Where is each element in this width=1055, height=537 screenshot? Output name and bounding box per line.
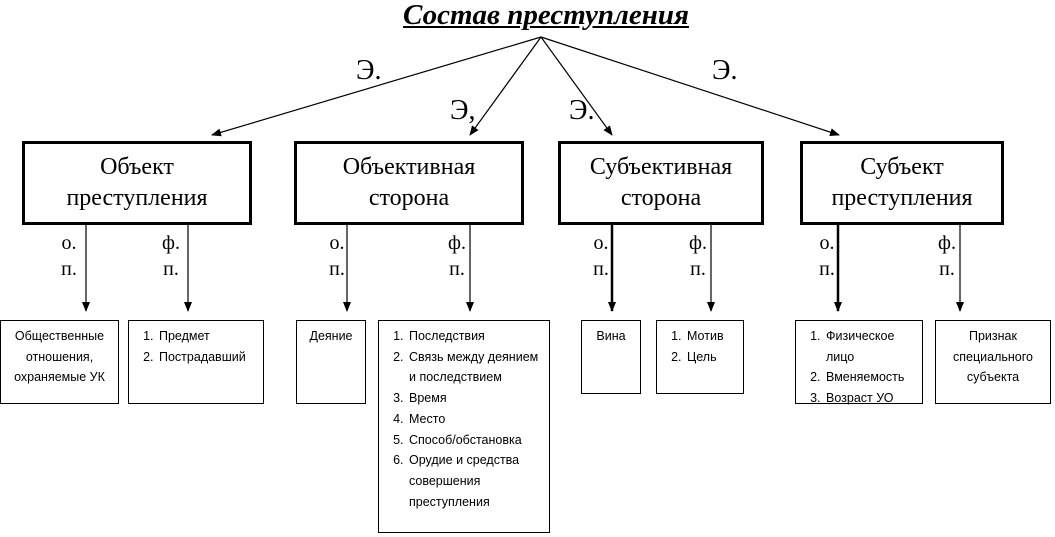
element-box-objective-side: Объективная сторона <box>294 141 524 225</box>
element-title: Субъективная сторона <box>589 154 733 211</box>
op-box-objective-side: Деяние <box>296 320 366 404</box>
op-item: Общественные отношения, охраняемые УК <box>14 329 105 385</box>
element-title: Субъект преступления <box>831 154 973 211</box>
op-box-object: Общественные отношения, охраняемые УК <box>0 320 119 404</box>
edge-label-subject: Э. <box>712 55 738 86</box>
edge-label-object: Э. <box>356 55 382 86</box>
fp-item: Способ/обстановка <box>407 430 545 451</box>
op-label: о. п. <box>819 232 835 280</box>
edge-label-objective-side: Э, <box>450 95 476 126</box>
arrow-to-subjective-side <box>540 36 613 136</box>
element-box-object: Объект преступления <box>22 141 252 225</box>
op-item: Вменяемость <box>824 367 918 388</box>
op-item: Вина <box>596 329 626 343</box>
fp-box-subject: Признак специального субъекта <box>935 320 1051 404</box>
edge-label-subjective-side: Э. <box>569 95 595 126</box>
op-label: о. п. <box>329 232 345 280</box>
op-label: о. п. <box>593 232 609 280</box>
fp-item: Время <box>407 388 545 409</box>
fp-item: Связь между деянием и последствием <box>407 347 545 388</box>
fp-box-object: Предмет Пострадавший <box>128 320 264 404</box>
fp-label: ф. п. <box>448 232 466 280</box>
fp-item: Место <box>407 409 545 430</box>
fp-box-objective-side: Последствия Связь между деянием и послед… <box>378 320 550 533</box>
fp-label: ф. п. <box>162 232 180 280</box>
op-item: Возраст УО <box>824 388 918 409</box>
op-box-subjective-side: Вина <box>581 320 641 394</box>
fp-label: ф. п. <box>938 232 956 280</box>
element-box-subject: Субъект преступления <box>800 141 1004 225</box>
op-label: о. п. <box>61 232 77 280</box>
fp-item: Пострадавший <box>157 347 259 368</box>
fp-label: ф. п. <box>689 232 707 280</box>
fp-box-subjective-side: Мотив Цель <box>656 320 744 394</box>
op-box-subject: Физическое лицо Вменяемость Возраст УО <box>795 320 923 405</box>
fp-item: Последствия <box>407 326 545 347</box>
element-title: Объективная сторона <box>342 154 476 211</box>
element-title: Объект преступления <box>66 154 208 211</box>
diagram-title: Состав преступления <box>403 0 689 31</box>
fp-item: Предмет <box>157 326 259 347</box>
arrow-to-subject <box>540 36 840 136</box>
fp-item: Признак специального субъекта <box>953 329 1033 385</box>
op-item: Физическое лицо <box>824 326 918 367</box>
fp-item: Цель <box>685 347 739 368</box>
fp-item: Орудие и средства совершения преступлени… <box>407 450 545 512</box>
op-item: Деяние <box>309 329 353 343</box>
arrow-to-object <box>211 36 542 137</box>
element-box-subjective-side: Субъективная сторона <box>558 141 764 225</box>
arrow-to-objective-side <box>469 36 542 136</box>
fp-item: Мотив <box>685 326 739 347</box>
